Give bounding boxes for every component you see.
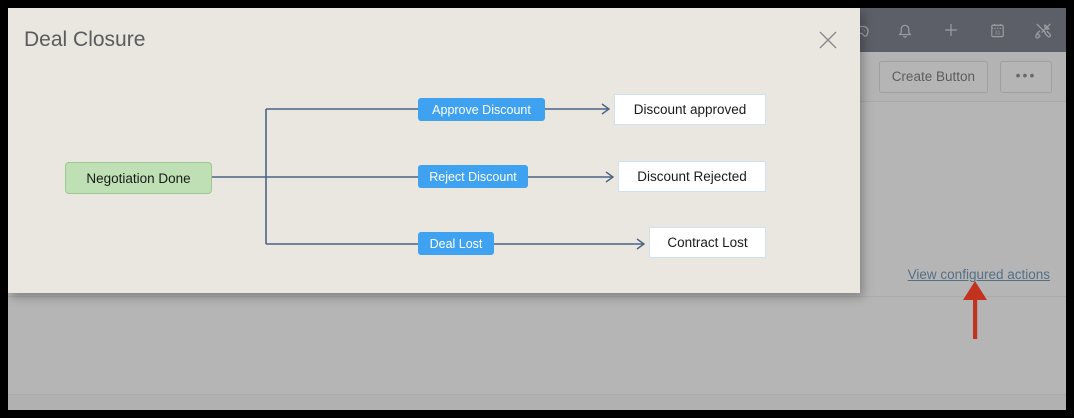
view-configured-actions-link[interactable]: View configured actions (907, 267, 1050, 282)
state-flow-diagram: Negotiation Done Approve Discount Reject… (8, 8, 860, 293)
tools-icon[interactable] (1030, 17, 1056, 43)
plus-icon[interactable] (938, 17, 964, 43)
calendar-icon[interactable]: 31 (984, 17, 1010, 43)
deal-closure-modal: Deal Closure (8, 8, 860, 293)
diagram-node-discount-rejected[interactable]: Discount Rejected (618, 161, 766, 192)
diagram-node-negotiation-done[interactable]: Negotiation Done (65, 162, 212, 194)
svg-text:31: 31 (994, 30, 1000, 36)
diagram-edge-label-approve-discount[interactable]: Approve Discount (418, 98, 545, 121)
create-button-button[interactable]: Create Button (878, 60, 988, 93)
diagram-node-discount-approved[interactable]: Discount approved (614, 94, 766, 125)
more-options-button[interactable]: ••• (1000, 60, 1052, 93)
diagram-edge-label-deal-lost[interactable]: Deal Lost (418, 232, 494, 255)
diagram-node-contract-lost[interactable]: Contract Lost (649, 227, 766, 258)
state-panel: CURRENT STATE TRANSITIONS Negotiation Do… (8, 297, 1066, 410)
footer-strip (8, 394, 1066, 410)
annotation-arrow-icon (962, 281, 988, 341)
diagram-edge-label-reject-discount[interactable]: Reject Discount (418, 165, 528, 188)
bell-icon[interactable] (892, 17, 918, 43)
